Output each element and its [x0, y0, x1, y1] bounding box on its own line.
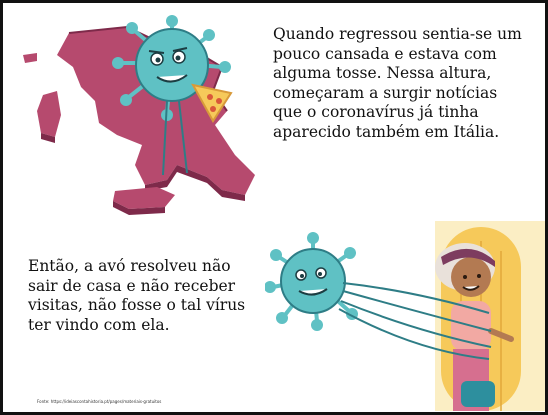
- pizza-icon: [191, 83, 233, 123]
- virus-icon: [112, 15, 231, 176]
- source-credit: Fonte: https://ideiascontahistoria.pt/pa…: [37, 399, 162, 404]
- virus-icon: [265, 232, 492, 360]
- grandma-virus-illustration: [265, 221, 545, 411]
- bottom-paragraph: Então, a avó resolveu não sair de casa e…: [28, 257, 246, 334]
- top-paragraph: Quando regressou sentia-se um pouco cans…: [273, 25, 522, 141]
- italy-virus-illustration: [23, 15, 255, 215]
